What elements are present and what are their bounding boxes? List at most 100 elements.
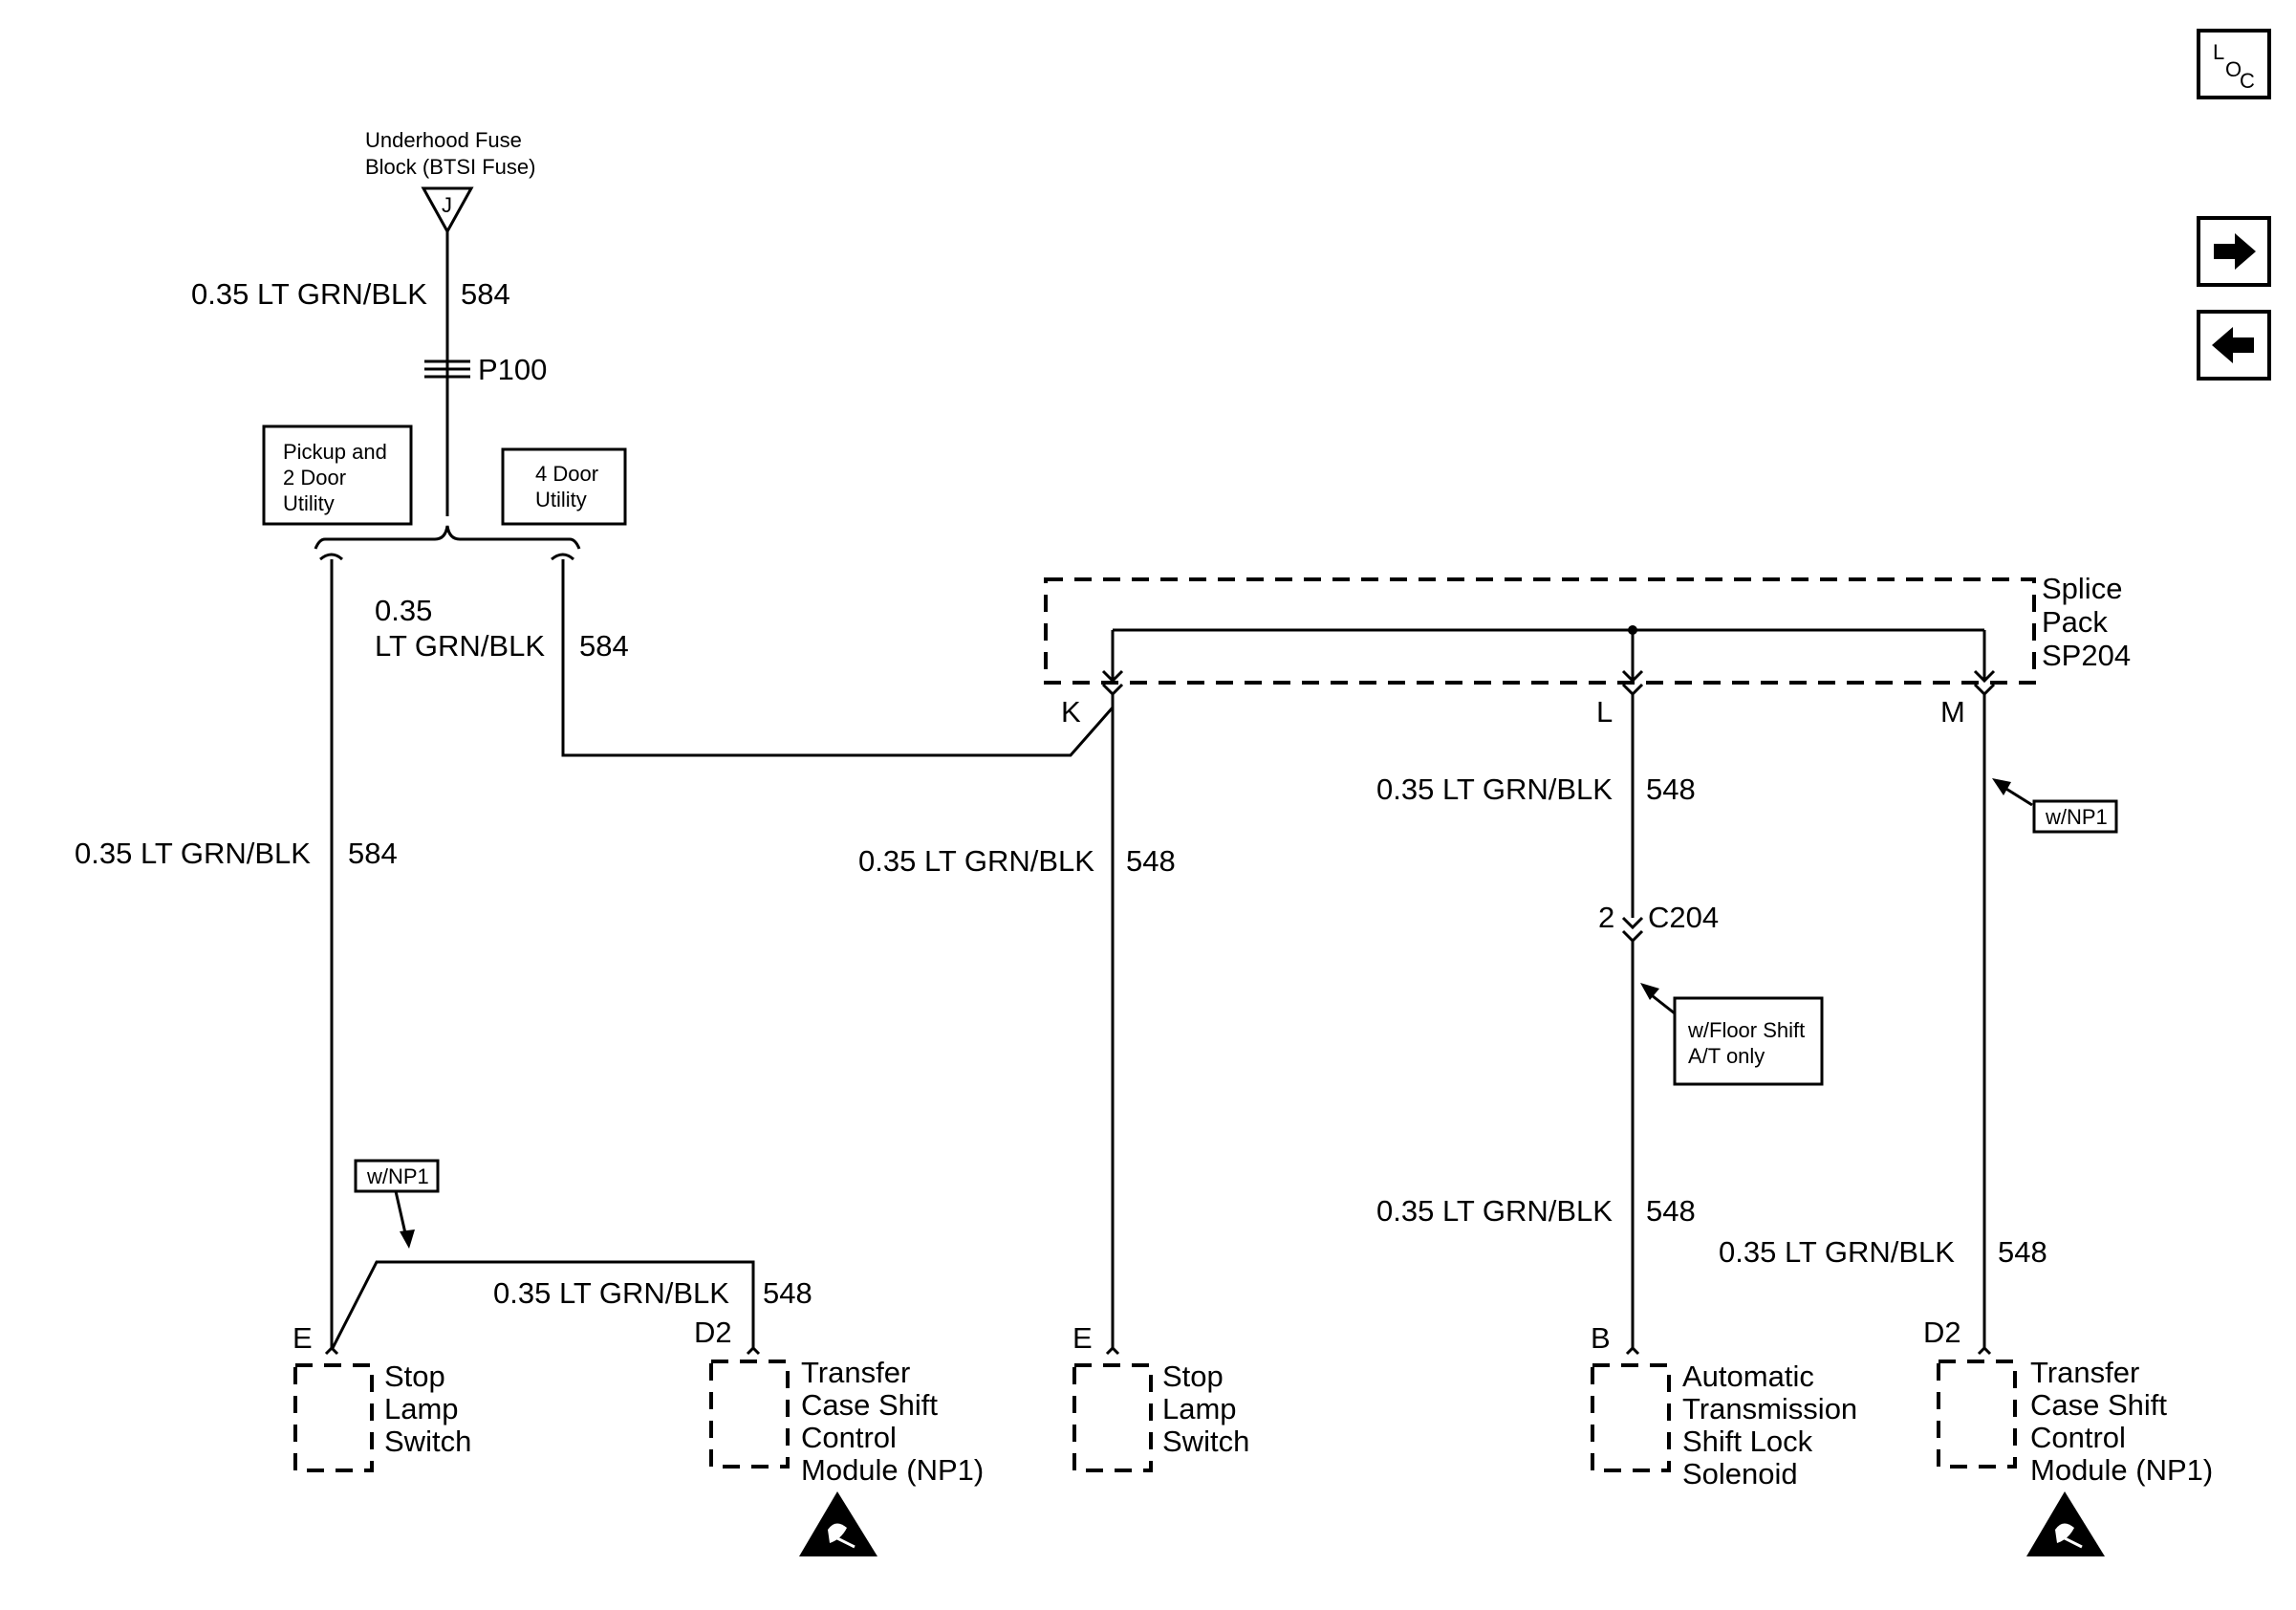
- shift-lock-label-3: Shift Lock: [1682, 1425, 1813, 1458]
- tccm-left-pin: D2: [694, 1316, 732, 1349]
- splice-pack-name-line3: SP204: [2042, 639, 2131, 672]
- tccm-right-label-1: Transfer: [2030, 1356, 2139, 1389]
- stop-lamp-switch-mid: [1072, 1363, 1153, 1472]
- stop-lamp-mid-label-2: Lamp: [1162, 1392, 1237, 1425]
- note-np1-left: [354, 1159, 440, 1193]
- shift-lock-label-1: Automatic: [1682, 1360, 1814, 1393]
- location-button[interactable]: L O C: [2197, 29, 2271, 99]
- connector-c204: [1621, 916, 1644, 944]
- esd-warning-icon: [2026, 1491, 2105, 1556]
- splice-pin-m: M: [1940, 695, 1965, 729]
- wire-548-l-lower-label: 0.35 LT GRN/BLK: [1376, 1194, 1613, 1228]
- wire-548-m-label: 0.35 LT GRN/BLK: [1719, 1235, 1955, 1269]
- shift-lock-label-2: Transmission: [1682, 1392, 1857, 1425]
- wire-548-np1-branch-label: 0.35 LT GRN/BLK: [493, 1276, 729, 1310]
- loc-letter-o: O: [2225, 57, 2242, 81]
- wire-548-np1-branch: [330, 1260, 755, 1351]
- wire-584-top-circuit: 584: [461, 277, 510, 311]
- option-pickup-line2: 2 Door: [283, 466, 346, 490]
- option-pickup-line3: Utility: [283, 491, 335, 515]
- shift-lock-solenoid: [1591, 1363, 1671, 1472]
- terminal-stop-lamp-mid: [1105, 1345, 1120, 1356]
- fuse-block-title-line2: Block (BTSI Fuse): [365, 155, 535, 179]
- c204-name: C204: [1648, 901, 1719, 934]
- note-floor-shift-arrowhead: [1640, 983, 1659, 1000]
- splice-pin-l: L: [1596, 695, 1613, 729]
- fuse-block-title-line1: Underhood Fuse: [365, 128, 522, 152]
- shift-lock-label-4: Solenoid: [1682, 1457, 1798, 1490]
- splice-pack-sp204: [1044, 577, 2036, 685]
- note-floor-shift-line2: A/T only: [1688, 1044, 1765, 1068]
- option-four-door-line1: 4 Door: [535, 462, 598, 486]
- tccm-left-label-2: Case Shift: [801, 1388, 938, 1422]
- pickup-connector-cap: [319, 553, 344, 561]
- wire-584-left-label: 0.35 LT GRN/BLK: [75, 837, 311, 870]
- stop-lamp-mid-label-3: Switch: [1162, 1425, 1249, 1458]
- c204-pin: 2: [1598, 901, 1614, 934]
- stop-lamp-mid-label-1: Stop: [1162, 1360, 1224, 1393]
- stop-lamp-left-pin: E: [292, 1321, 313, 1355]
- option-four-door-line2: Utility: [535, 488, 587, 511]
- stop-lamp-left-label-1: Stop: [384, 1360, 445, 1393]
- note-np1-right: [2032, 799, 2118, 834]
- tccm-left: [709, 1360, 790, 1469]
- stop-lamp-mid-pin: E: [1072, 1321, 1093, 1355]
- arrow-left-icon: [2212, 327, 2254, 363]
- option-pickup-line1: Pickup and: [283, 440, 387, 464]
- loc-letter-c: C: [2240, 69, 2255, 93]
- tccm-right-label-4: Module (NP1): [2030, 1453, 2213, 1487]
- previous-page-button[interactable]: [2197, 310, 2271, 381]
- option-box-pickup: [262, 424, 413, 526]
- option-split-brace: [314, 525, 581, 550]
- wire-584-top-label: 0.35 LT GRN/BLK: [191, 277, 427, 311]
- note-np1-right-arrowhead: [1992, 778, 2011, 795]
- wire-548-l-upper-label: 0.35 LT GRN/BLK: [1376, 772, 1613, 806]
- tccm-right-label-3: Control: [2030, 1421, 2126, 1454]
- terminal-tccm-right: [1977, 1345, 1992, 1356]
- stop-lamp-switch-left: [293, 1363, 374, 1472]
- option-box-four-door: [501, 447, 627, 526]
- next-page-button[interactable]: [2197, 216, 2271, 287]
- terminal-tccm-left: [746, 1345, 761, 1356]
- wire-548-m-circuit: 548: [1998, 1235, 2047, 1269]
- wire-584-left-circuit: 584: [348, 837, 398, 870]
- p100-passthrough-symbol: [424, 359, 470, 379]
- loc-letter-l: L: [2213, 40, 2224, 64]
- fuse-cavity-label: J: [442, 193, 452, 217]
- wire-548-k-circuit: 548: [1126, 844, 1176, 878]
- splice-pack-name-line1: Splice: [2042, 572, 2122, 605]
- arrow-right-icon: [2214, 233, 2256, 270]
- tccm-right-pin: D2: [1923, 1316, 1961, 1349]
- splice-pin-k: K: [1061, 695, 1081, 729]
- tccm-left-label-1: Transfer: [801, 1356, 910, 1389]
- tccm-right: [1937, 1360, 2017, 1469]
- tccm-left-label-4: Module (NP1): [801, 1453, 984, 1487]
- note-floor-shift: [1673, 996, 1824, 1086]
- stop-lamp-left-label-3: Switch: [384, 1425, 471, 1458]
- note-np1-left-text: w/NP1: [366, 1164, 429, 1188]
- terminal-shift-lock: [1625, 1345, 1640, 1356]
- wire-584-four-door-label-2: LT GRN/BLK: [375, 629, 545, 663]
- wire-548-l-upper-circuit: 548: [1646, 772, 1696, 806]
- wire-548-l-lower-circuit: 548: [1646, 1194, 1696, 1228]
- wire-584-four-door-label-1: 0.35: [375, 594, 432, 627]
- stop-lamp-left-label-2: Lamp: [384, 1392, 459, 1425]
- wire-548-np1-branch-circuit: 548: [763, 1276, 812, 1310]
- four-door-connector-cap: [551, 553, 575, 561]
- wire-584-four-door: [561, 559, 1115, 757]
- terminal-stop-lamp-left: [324, 1345, 339, 1356]
- wire-548-k-label: 0.35 LT GRN/BLK: [858, 844, 1094, 878]
- note-np1-left-arrow: [394, 1190, 407, 1234]
- wire-584-four-door-circuit: 584: [579, 629, 629, 663]
- note-np1-left-arrowhead: [400, 1229, 415, 1249]
- p100-label: P100: [478, 353, 547, 386]
- splice-pack-name-line2: Pack: [2042, 605, 2108, 639]
- esd-warning-icon: [799, 1491, 877, 1556]
- tccm-left-label-3: Control: [801, 1421, 897, 1454]
- note-floor-shift-line1: w/Floor Shift: [1687, 1018, 1805, 1042]
- note-np1-right-text: w/NP1: [2045, 805, 2108, 829]
- tccm-right-label-2: Case Shift: [2030, 1388, 2167, 1422]
- fuse-terminal-symbol: [421, 186, 474, 235]
- shift-lock-pin: B: [1591, 1321, 1611, 1355]
